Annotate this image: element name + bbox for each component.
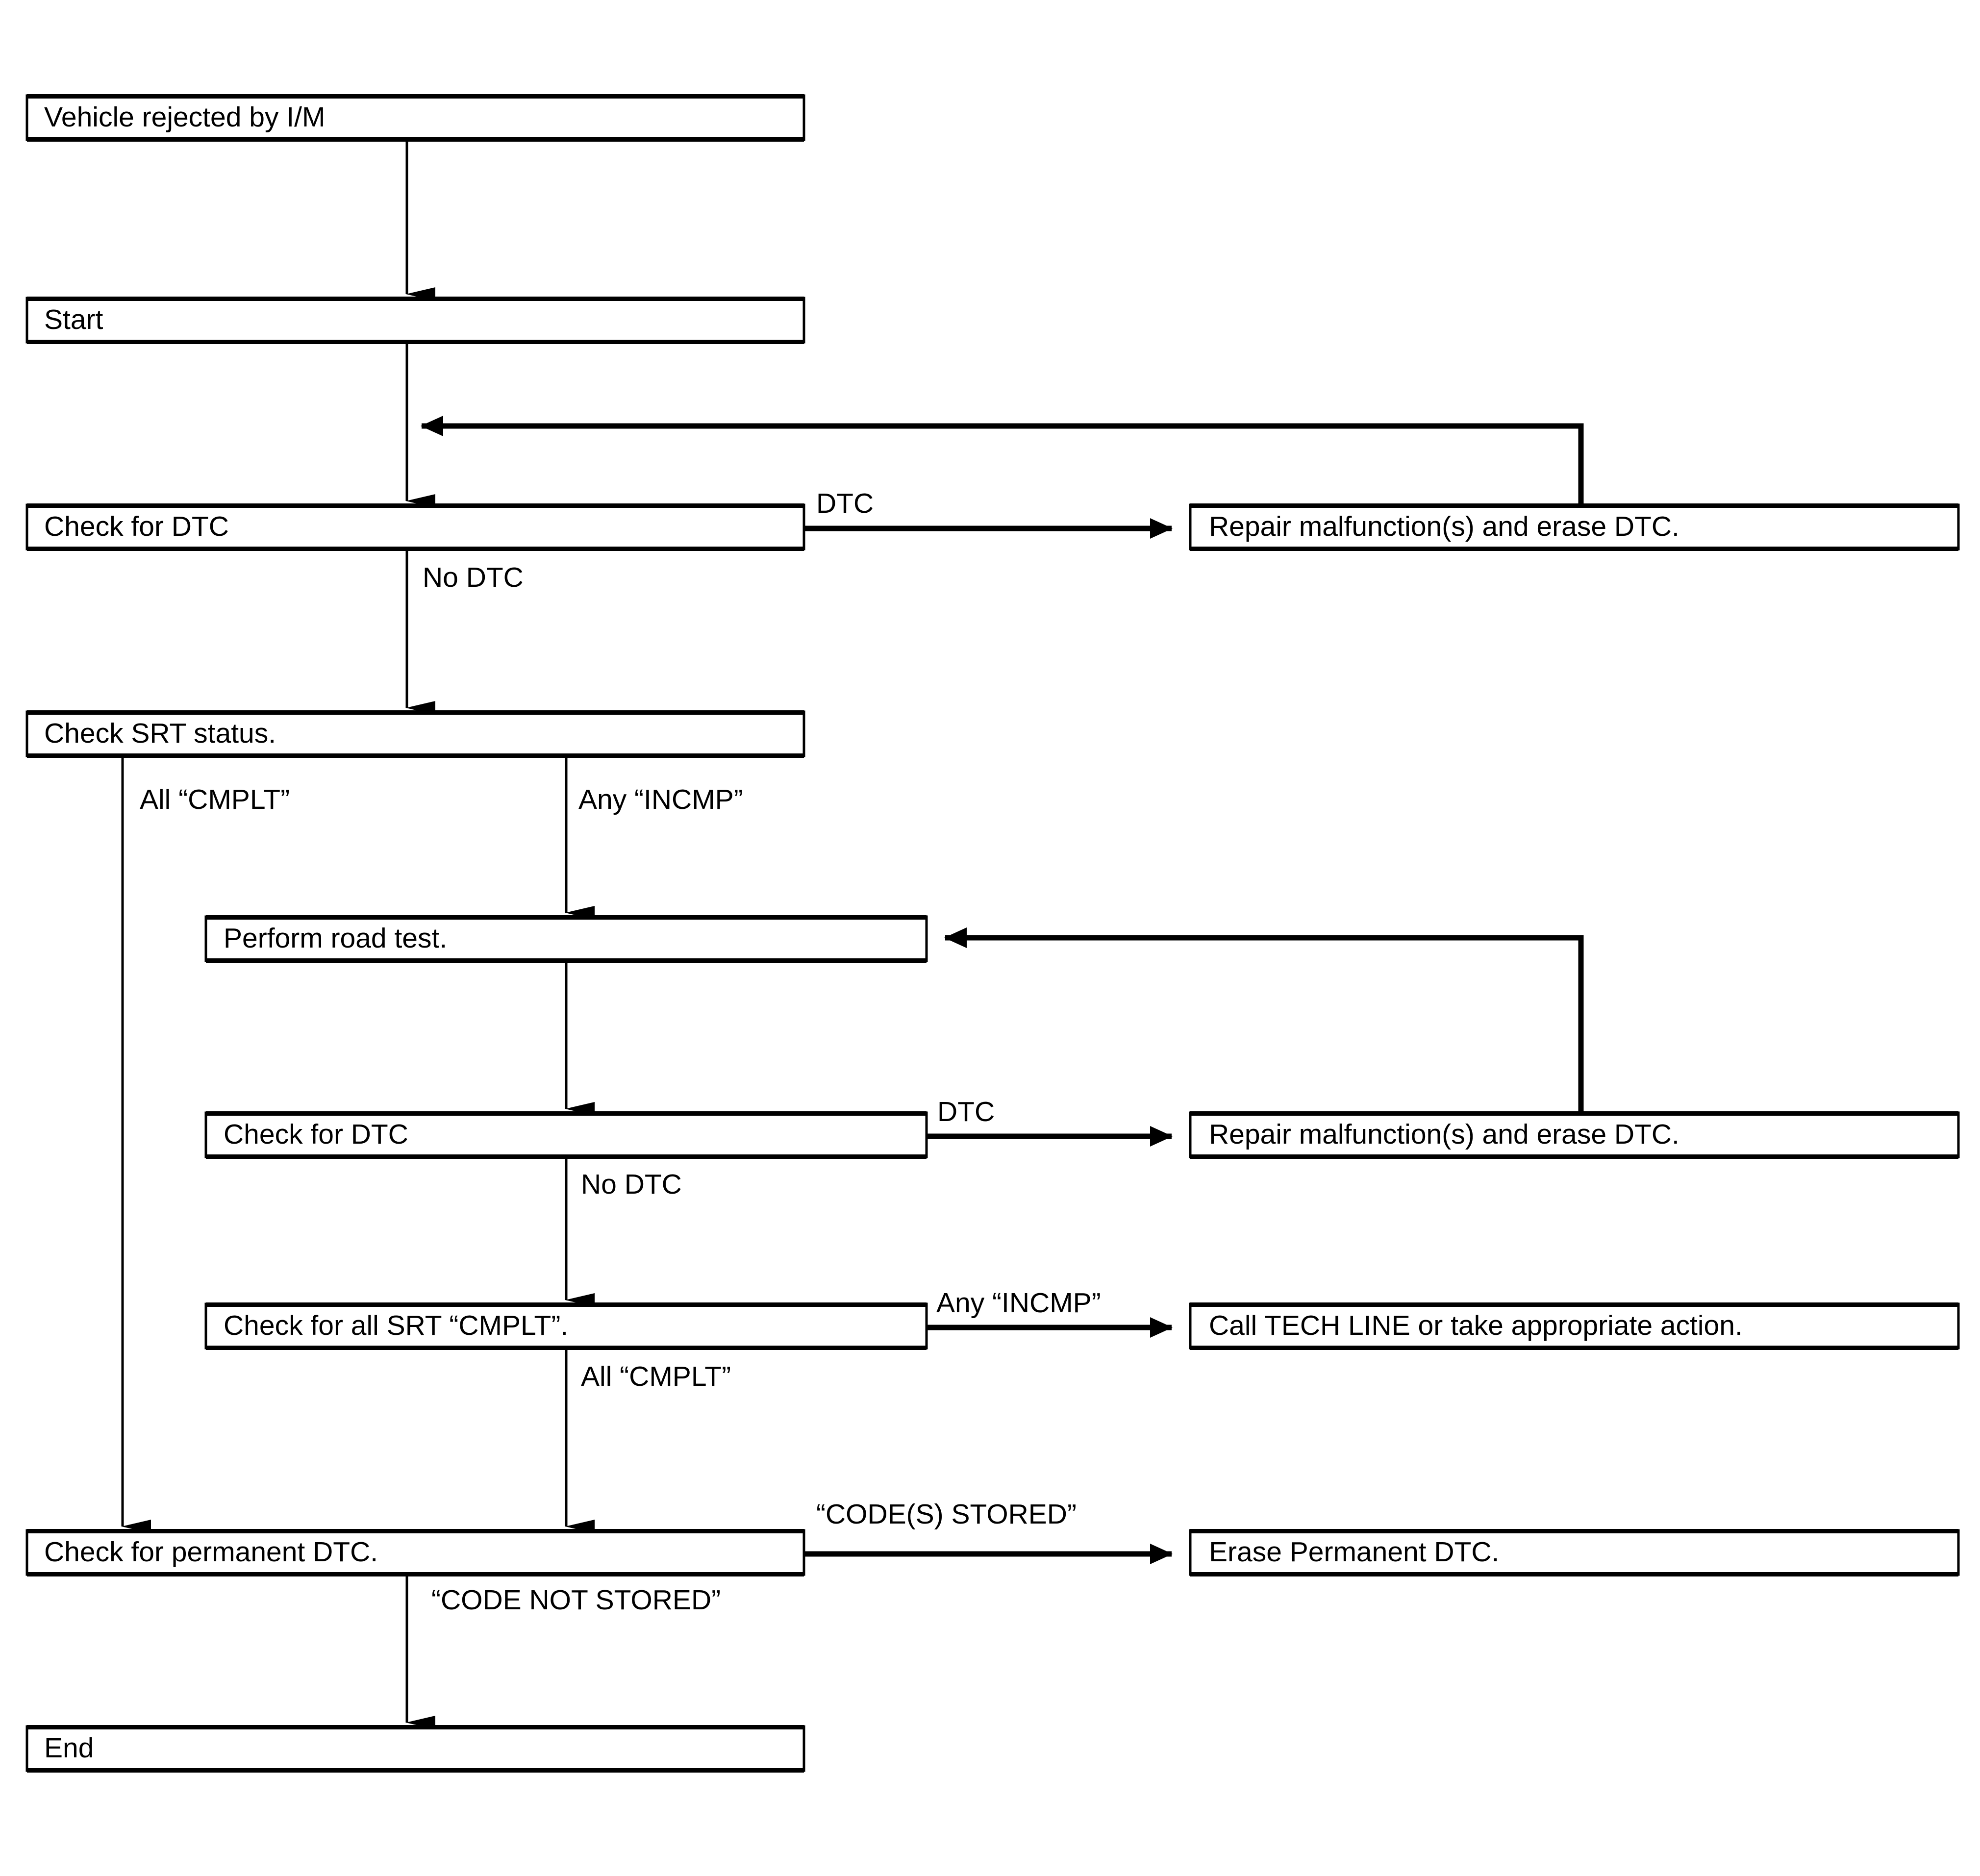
node-perform-road-test[interactable]: Perform road test. — [204, 915, 928, 963]
edge-label-any-incmp-1: Any “INCMP” — [578, 784, 743, 815]
node-erase-permanent-dtc[interactable]: Erase Permanent DTC. — [1189, 1529, 1960, 1576]
node-label: Check SRT status. — [44, 718, 276, 749]
node-label: Perform road test. — [224, 923, 447, 954]
edge-label-dtc-1: DTC — [816, 488, 874, 519]
edge-label-layer: DTC No DTC All “CMPLT” Any “INCMP” DTC N… — [140, 488, 1101, 1616]
node-label: Call TECH LINE or take appropriate actio… — [1209, 1310, 1743, 1341]
edge-label-no-dtc-2: No DTC — [581, 1169, 682, 1200]
connector-repair2-return-loop — [944, 927, 1584, 1113]
node-call-tech-line[interactable]: Call TECH LINE or take appropriate actio… — [1189, 1302, 1960, 1350]
node-start[interactable]: Start — [25, 297, 805, 344]
node-check-dtc-2[interactable]: Check for DTC — [204, 1111, 928, 1159]
edge-label-codes-stored: “CODE(S) STORED” — [816, 1499, 1077, 1530]
edge-label-all-cmplt-2: All “CMPLT” — [581, 1361, 731, 1392]
node-check-permanent-dtc[interactable]: Check for permanent DTC. — [25, 1529, 805, 1576]
node-layer: Vehicle rejected by I/M Start Check for … — [25, 94, 1960, 1773]
edge-label-no-dtc-1: No DTC — [423, 562, 524, 593]
connector-layer — [121, 140, 1584, 1729]
node-check-all-srt-cmplt[interactable]: Check for all SRT “CMPLT”. — [204, 1302, 928, 1350]
node-label: Repair malfunction(s) and erase DTC. — [1209, 511, 1679, 542]
edge-label-all-cmplt-1: All “CMPLT” — [140, 784, 290, 815]
node-check-dtc-1[interactable]: Check for DTC — [25, 503, 805, 551]
node-end[interactable]: End — [25, 1725, 805, 1773]
node-label: Erase Permanent DTC. — [1209, 1536, 1499, 1568]
node-label: Repair malfunction(s) and erase DTC. — [1209, 1119, 1679, 1150]
edge-label-dtc-2: DTC — [937, 1096, 995, 1127]
edge-label-any-incmp-2: Any “INCMP” — [936, 1287, 1101, 1319]
connector-repair1-return-loop — [421, 416, 1584, 505]
node-check-srt-status[interactable]: Check SRT status. — [25, 710, 805, 758]
node-label: Check for all SRT “CMPLT”. — [224, 1310, 568, 1341]
node-label: Check for permanent DTC. — [44, 1536, 378, 1568]
node-label: Check for DTC — [44, 511, 229, 542]
node-repair-2[interactable]: Repair malfunction(s) and erase DTC. — [1189, 1111, 1960, 1159]
node-label: Vehicle rejected by I/M — [44, 101, 325, 133]
node-repair-1[interactable]: Repair malfunction(s) and erase DTC. — [1189, 503, 1960, 551]
node-label: End — [44, 1732, 94, 1764]
node-label: Start — [44, 304, 103, 335]
node-label: Check for DTC — [224, 1119, 408, 1150]
node-vehicle-rejected[interactable]: Vehicle rejected by I/M — [25, 94, 805, 142]
edge-label-code-not-stored: “CODE NOT STORED” — [431, 1584, 721, 1616]
